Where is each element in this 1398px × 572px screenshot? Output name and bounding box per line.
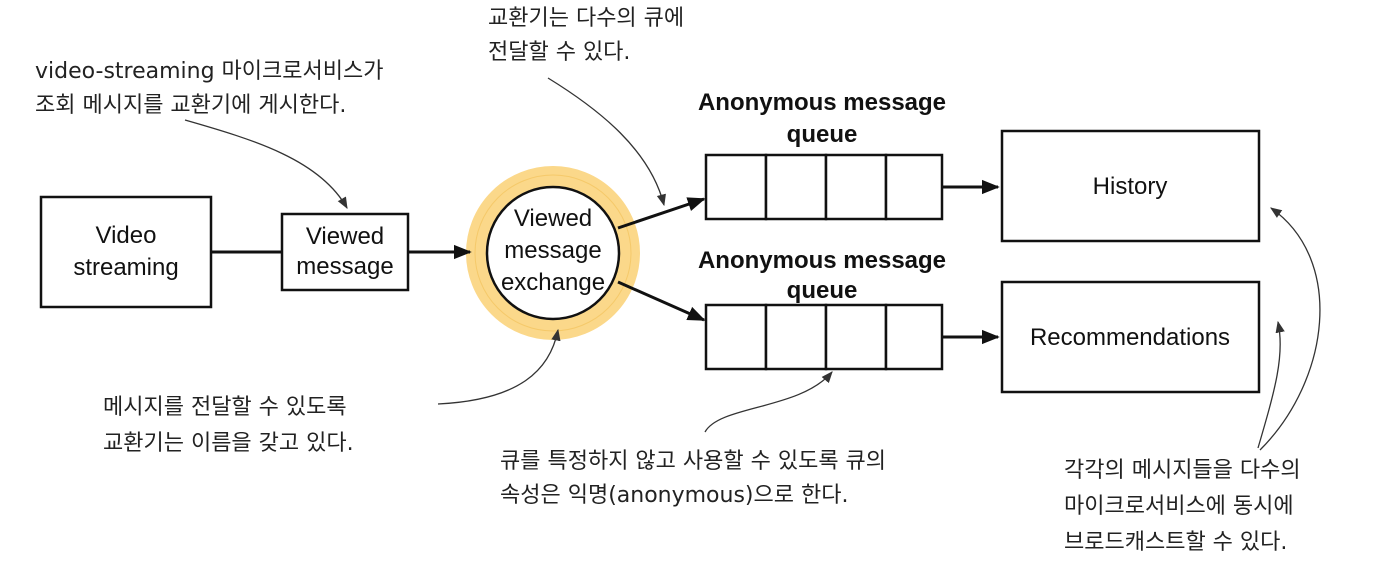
flow-arrows (211, 179, 1000, 345)
anonymous-queue-top: Anonymous message queue (698, 89, 946, 221)
queue-bottom-title-line2: queue (787, 277, 858, 304)
exchange-label-line1: Viewed (514, 205, 592, 232)
viewed-message-label-line2: message (296, 253, 393, 280)
annotation-publish: video-streaming 마이크로서비스가 조회 메시지를 교환기에 게시… (35, 59, 383, 118)
arrow-exchange-to-queue-top (617, 197, 706, 230)
video-streaming-label-line1: Video (96, 222, 157, 249)
exchange-label-line3: exchange (501, 269, 605, 296)
queue-top-title-line1: Anonymous message (698, 89, 946, 116)
annotation-anonymous-line1: 큐를 특정하지 않고 사용할 수 있도록 큐의 (500, 449, 886, 474)
history-label: History (1093, 173, 1168, 200)
anonymous-queue-bottom: Anonymous message queue (698, 247, 946, 371)
callout-arrow-multi-queue (547, 77, 666, 207)
annotation-broadcast: 각각의 메시지들을 다수의 마이크로서비스에 동시에 브로드캐스트할 수 있다. (1064, 458, 1301, 555)
annotation-named-exchange-line2: 교환기는 이름을 갖고 있다. (103, 431, 354, 456)
recommendations-label: Recommendations (1030, 324, 1230, 351)
exchange-highlight-ring (466, 166, 640, 340)
queue-top-slot (764, 153, 828, 221)
callout-arrow-anonymous (704, 371, 833, 433)
annotation-multi-queue-line1: 교환기는 다수의 큐에 (488, 6, 684, 31)
annotation-publish-line2: 조회 메시지를 교환기에 게시한다. (35, 93, 346, 118)
callout-arrows (184, 77, 1321, 451)
annotation-named-exchange-line1: 메시지를 전달할 수 있도록 (103, 395, 347, 420)
annotation-multi-queue: 교환기는 다수의 큐에 전달할 수 있다. (488, 6, 684, 65)
queue-bottom-slot (824, 303, 888, 371)
callout-arrow-broadcast-recommendations (1257, 320, 1285, 449)
annotation-anonymous-line2: 속성은 익명(anonymous)으로 한다. (500, 483, 848, 508)
video-streaming-label-line2: streaming (73, 254, 178, 281)
annotation-multi-queue-line2: 전달할 수 있다. (488, 40, 630, 65)
annotation-anonymous: 큐를 특정하지 않고 사용할 수 있도록 큐의 속성은 익명(anonymous… (500, 449, 886, 508)
annotation-broadcast-line2: 마이크로서비스에 동시에 (1064, 494, 1294, 519)
queue-top-slot (884, 153, 944, 221)
viewed-message-node: Viewed message (280, 212, 410, 292)
annotation-publish-line1: video-streaming 마이크로서비스가 (35, 59, 383, 84)
video-streaming-node: Video streaming (39, 195, 213, 309)
viewed-message-label-line1: Viewed (306, 223, 384, 250)
queue-top-slot (824, 153, 888, 221)
queue-top-slot (704, 153, 768, 221)
queue-top-title-line2: queue (787, 121, 858, 148)
annotation-broadcast-line3: 브로드캐스트할 수 있다. (1064, 530, 1287, 555)
callout-arrow-publish (184, 119, 348, 210)
arrow-exchange-to-queue-bottom (617, 280, 706, 322)
viewed-message-exchange-node: Viewed message exchange (466, 166, 640, 340)
annotation-named-exchange: 메시지를 전달할 수 있도록 교환기는 이름을 갖고 있다. (103, 395, 354, 456)
annotation-broadcast-line1: 각각의 메시지들을 다수의 (1064, 458, 1301, 483)
recommendations-node: Recommendations (1000, 280, 1261, 394)
queue-bottom-slot (884, 303, 944, 371)
queue-bottom-slot (764, 303, 828, 371)
queue-bottom-slot (704, 303, 768, 371)
callout-arrow-named-exchange (437, 328, 561, 405)
callout-arrow-broadcast-history (1259, 207, 1321, 451)
history-node: History (1000, 129, 1261, 243)
queue-bottom-title-line1: Anonymous message (698, 247, 946, 274)
exchange-circle (485, 185, 621, 321)
exchange-label-line2: message (504, 237, 601, 264)
